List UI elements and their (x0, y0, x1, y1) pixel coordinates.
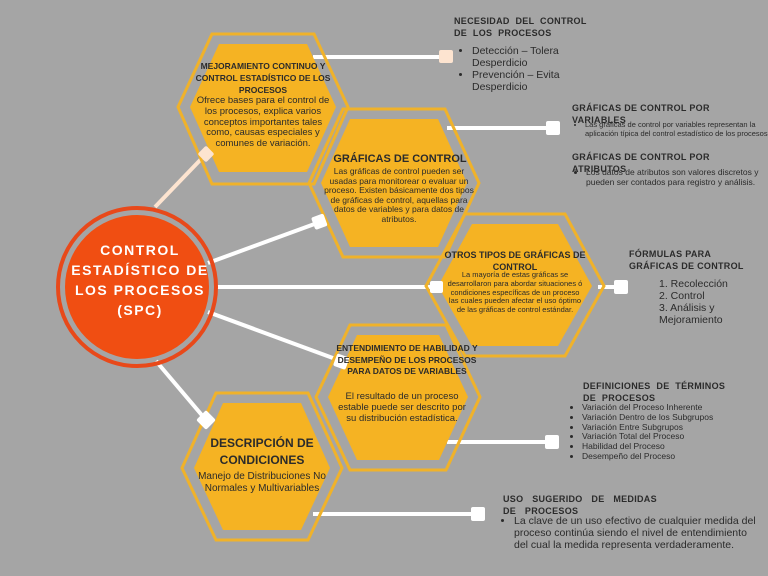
entendimiento-body: El resultado de un proceso estable puede… (338, 391, 466, 424)
necesidad-list: Detección – Tolera Desperdicio Prevenció… (458, 45, 612, 93)
list-item: Las gráficas de control por variables re… (585, 120, 768, 138)
list-item: Prevención – Evita Desperdicio (472, 69, 612, 93)
variables-list: Las gráficas de control por variables re… (571, 120, 768, 138)
list-item: Habilidad del Proceso (582, 441, 768, 452)
list-item: 1. Recolección (659, 278, 728, 290)
graficas-title: GRÁFICAS DE CONTROL (333, 153, 467, 165)
list-item: La clave de un uso efectivo de cualquier… (514, 515, 758, 551)
node-variables (546, 121, 560, 135)
otros-title: OTROS TIPOS DE GRÁFICAS DE CONTROL (444, 250, 586, 272)
center-title: CONTROL ESTADÍSTICO DE LOS PROCESOS (SPC… (71, 242, 209, 318)
node-formulas (614, 280, 628, 294)
hexagon-graficas (307, 107, 481, 259)
graficas-body: Las gráficas de control pueden ser usada… (324, 166, 474, 224)
formulas-title: FÓRMULAS PARA GRÁFICAS DE CONTROL (629, 249, 744, 271)
node-mejoramiento (198, 146, 214, 162)
hexagon-mejoramiento (176, 32, 350, 186)
list-item: Variación Dentro de los Subgrupos (582, 412, 768, 423)
connector-graficas (207, 220, 321, 265)
mejoramiento-title: MEJORAMIENTO CONTINUO Y CONTROL ESTADÍST… (195, 61, 331, 95)
list-item: Variación del Proceso Inherente (582, 402, 768, 413)
hexagon-descripcion (180, 391, 344, 542)
node-definiciones (545, 435, 559, 449)
list-item: Desempeño del Proceso (582, 451, 768, 462)
node-uso (471, 507, 485, 521)
atributos-title: GRÁFICAS DE CONTROL POR ATRIBUTOS (572, 152, 710, 174)
list-item: Los datos de atributos son valores discr… (586, 167, 766, 187)
formulas-list: 1. Recolección 2. Control 3. Análisis y … (646, 278, 768, 326)
node-descripcion (196, 410, 216, 430)
entendimiento-title: ENTENDIMIENTO DE HABILIDAD Y DESEMPEÑO D… (336, 343, 478, 376)
node-otros (430, 281, 443, 293)
node-entendimiento (333, 353, 350, 370)
atributos-list: Los datos de atributos son valores discr… (572, 167, 766, 187)
list-item: Detección – Tolera Desperdicio (472, 45, 612, 69)
descripcion-body: Manejo de Distribuciones No Normales y M… (198, 471, 326, 494)
necesidad-title: NECESIDAD DEL CONTROL DE LOS PROCESOS (454, 16, 587, 38)
mejoramiento-body: Ofrece bases para el control de los proc… (196, 95, 330, 150)
node-graficas (311, 213, 328, 230)
node-necesidad (439, 50, 453, 63)
list-item: 2. Control (659, 290, 705, 302)
otros-body: La mayoría de estas gráficas se desarrol… (447, 270, 583, 315)
variables-title: GRÁFICAS DE CONTROL POR VARIABLES (572, 103, 710, 125)
definiciones-title: DEFINICIONES DE TÉRMINOS DE PROCESOS (583, 381, 726, 403)
list-item: 3. Análisis y Mejoramiento (659, 302, 723, 326)
center-node (56, 206, 218, 368)
uso-title: USO SUGERIDO DE MEDIDAS DE PROCESOS (503, 494, 657, 516)
hexagon-entendimiento (314, 323, 482, 472)
uso-list: La clave de un uso efectivo de cualquier… (500, 515, 758, 551)
list-item: Variación Entre Subgrupos (582, 422, 768, 433)
hexagon-otros (424, 212, 606, 358)
descripcion-title: DESCRIPCIÓN DE CONDICIONES (210, 436, 314, 467)
connectors (153, 55, 621, 516)
definiciones-list: Variación del Proceso Inherente Variació… (568, 402, 768, 462)
connector-mejoramiento (153, 152, 208, 209)
connector-descripcion (154, 359, 208, 422)
list-item: Variación Total del Proceso (582, 432, 768, 442)
connector-entendimiento (207, 310, 342, 363)
connector-nodes (196, 50, 628, 521)
